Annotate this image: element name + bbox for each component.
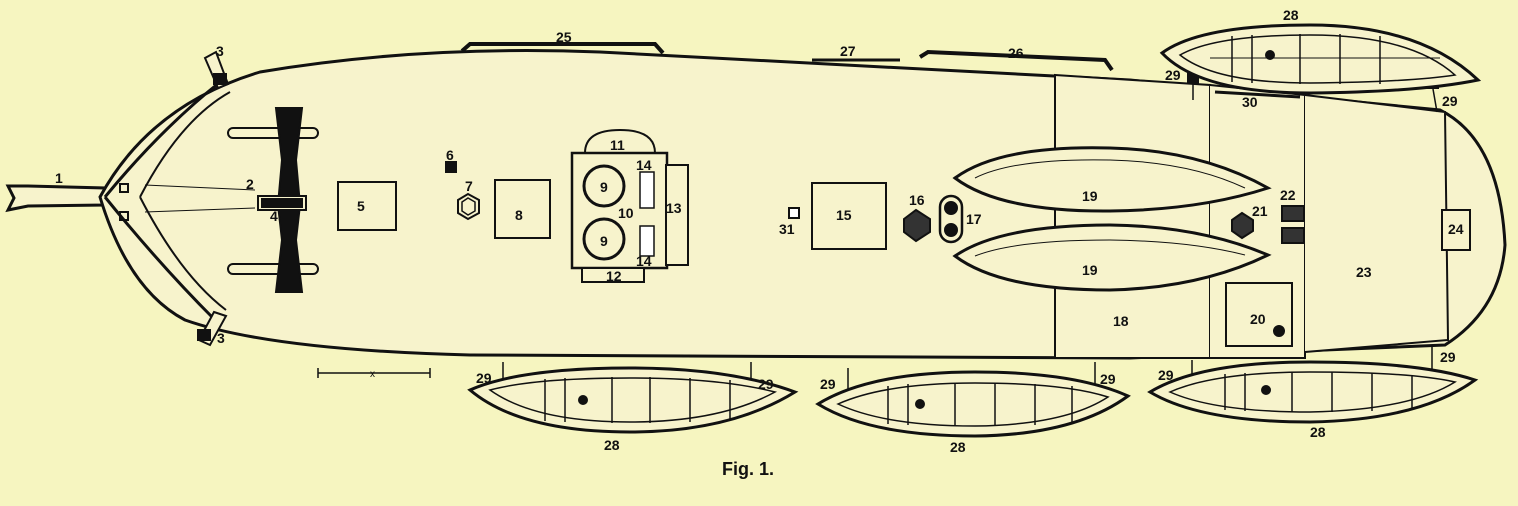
chains-fore	[460, 42, 665, 55]
label-23: 23	[1356, 264, 1372, 280]
rail-30	[1214, 90, 1301, 99]
poop-deck	[1054, 73, 1211, 359]
label-24: 24	[1448, 221, 1464, 237]
boat-upper	[1159, 23, 1482, 95]
label-27: 27	[840, 43, 856, 59]
label-14-upper: 14	[636, 157, 652, 173]
label-15: 15	[836, 207, 852, 223]
quarterdeck-panel	[1304, 94, 1450, 353]
figure-caption: Fig. 1.	[722, 459, 774, 479]
bitts-17	[938, 194, 964, 244]
hatch-8	[494, 179, 551, 239]
labels: 1 2 3 3 4 5 6 7 8 9 9 10 11 12 13 14 14 …	[55, 7, 1464, 455]
boat-lower-2	[815, 370, 1131, 438]
boat-lower-3	[1147, 360, 1479, 424]
engine-casing	[570, 128, 689, 283]
vent-small	[445, 161, 457, 173]
bowsprit-bed	[144, 184, 256, 213]
label-21: 21	[1252, 203, 1268, 219]
label-9-lower: 9	[600, 233, 608, 249]
label-19-lower: 19	[1082, 262, 1098, 278]
label-29-l5: 29	[1158, 367, 1174, 383]
hex-fitting-16	[903, 208, 931, 243]
label-28-lower-2: 28	[950, 439, 966, 455]
label-8: 8	[515, 207, 523, 223]
label-10: 10	[618, 205, 634, 221]
label-29-u2: 29	[1442, 93, 1458, 109]
label-25: 25	[556, 29, 572, 45]
stern-box	[1441, 209, 1471, 251]
label-6: 6	[446, 147, 454, 163]
label-26: 26	[1008, 45, 1024, 61]
boat-deck-lower	[952, 223, 1272, 292]
label-22: 22	[1280, 187, 1296, 203]
bowsprit	[5, 184, 107, 213]
label-13: 13	[666, 200, 682, 216]
scale-label: x	[370, 369, 375, 380]
label-29-l2: 29	[758, 376, 774, 392]
label-3-lower: 3	[217, 330, 225, 346]
skylight	[1281, 205, 1305, 244]
label-28-lower-3: 28	[1310, 424, 1326, 440]
label-29-l1: 29	[476, 370, 492, 386]
label-28-upper: 28	[1283, 7, 1299, 23]
bow-bulwark-inner	[139, 91, 231, 311]
bitt-lower	[119, 211, 129, 221]
chains-aft	[918, 49, 1114, 72]
label-16: 16	[909, 192, 925, 208]
bow-bulwark	[103, 80, 221, 322]
windlass	[227, 107, 319, 293]
label-7: 7	[465, 178, 473, 194]
label-3-upper: 3	[216, 43, 224, 59]
hatch-fore	[337, 181, 397, 231]
hatch-main	[811, 182, 887, 250]
label-14-lower: 14	[636, 253, 652, 269]
label-12: 12	[606, 268, 622, 284]
label-31: 31	[779, 221, 795, 237]
small-vent-31	[788, 207, 800, 219]
label-29-l4: 29	[1100, 371, 1116, 387]
label-4: 4	[270, 208, 278, 224]
scale-bar	[317, 368, 431, 378]
label-1: 1	[55, 170, 63, 186]
label-19-upper: 19	[1082, 188, 1098, 204]
label-29-u1: 29	[1165, 67, 1181, 83]
hex-fitting-21	[1231, 211, 1254, 240]
label-20: 20	[1250, 311, 1266, 327]
deck-fitting-hex	[457, 192, 480, 221]
bitt-upper	[119, 183, 129, 193]
label-11: 11	[610, 137, 625, 153]
label-9-upper: 9	[600, 179, 608, 195]
label-2: 2	[246, 176, 254, 192]
boat-lower-1	[467, 366, 799, 434]
label-29-l6: 29	[1440, 349, 1456, 365]
label-29-l3: 29	[820, 376, 836, 392]
label-17: 17	[966, 211, 982, 227]
label-30: 30	[1242, 94, 1258, 110]
label-28-lower-1: 28	[604, 437, 620, 453]
label-5: 5	[357, 198, 365, 214]
label-18: 18	[1113, 313, 1129, 329]
boat-deck-upper	[952, 146, 1272, 213]
